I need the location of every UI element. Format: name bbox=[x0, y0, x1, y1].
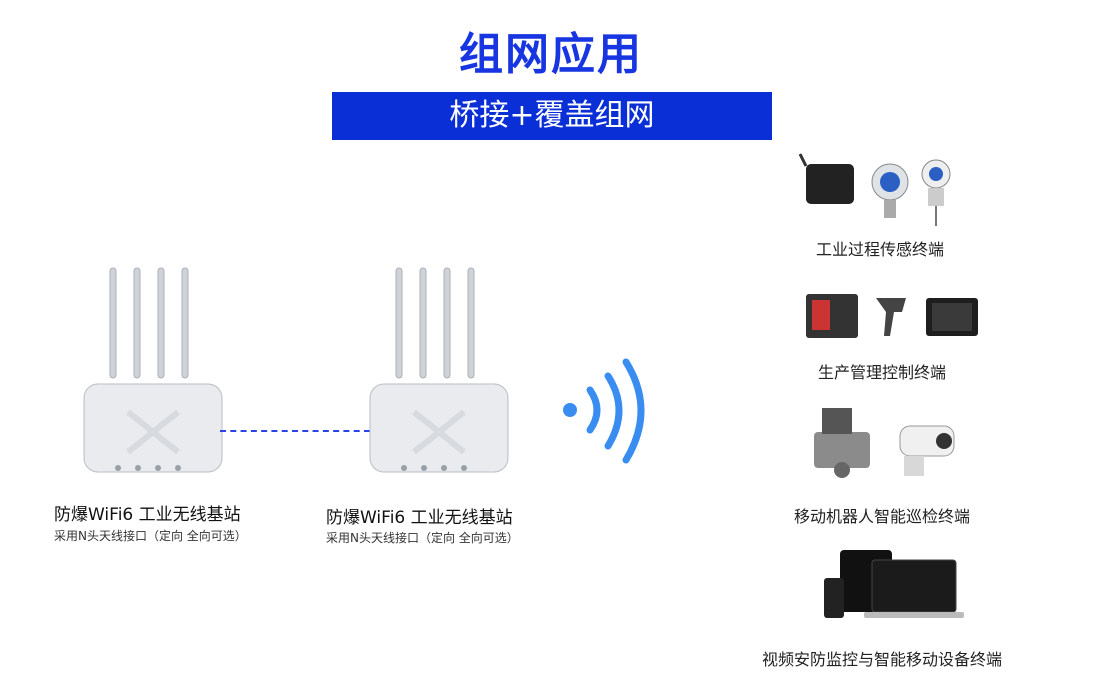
device-2-name: 防爆WiFi6 工业无线基站 bbox=[326, 508, 513, 528]
wifi-signal-icon bbox=[563, 358, 645, 464]
page-title: 组网应用 bbox=[459, 29, 643, 80]
terminal-label-control: 生产管理控制终端 bbox=[817, 363, 946, 382]
sensor-devices-image bbox=[798, 153, 951, 226]
terminal-label-mobile: 视频安防监控与智能移动设备终端 bbox=[761, 650, 1002, 669]
terminal-label-sensor: 工业过程传感终端 bbox=[815, 240, 944, 259]
subtitle-banner: 桥接+覆盖组网 bbox=[332, 92, 772, 140]
terminal-label-robot: 移动机器人智能巡检终端 bbox=[793, 507, 970, 526]
robot-devices-image bbox=[814, 408, 955, 478]
device-1-note: 采用N头天线接口（定向 全向可选） bbox=[54, 529, 247, 543]
mobile-devices-image bbox=[824, 550, 964, 618]
control-devices-image bbox=[806, 294, 978, 338]
base-station-2-image bbox=[369, 267, 509, 473]
base-station-1-image bbox=[83, 267, 223, 473]
device-2-note: 采用N头天线接口（定向 全向可选） bbox=[326, 531, 519, 545]
bridge-link-dashed-line bbox=[220, 430, 370, 432]
device-1-name: 防爆WiFi6 工业无线基站 bbox=[54, 505, 241, 525]
